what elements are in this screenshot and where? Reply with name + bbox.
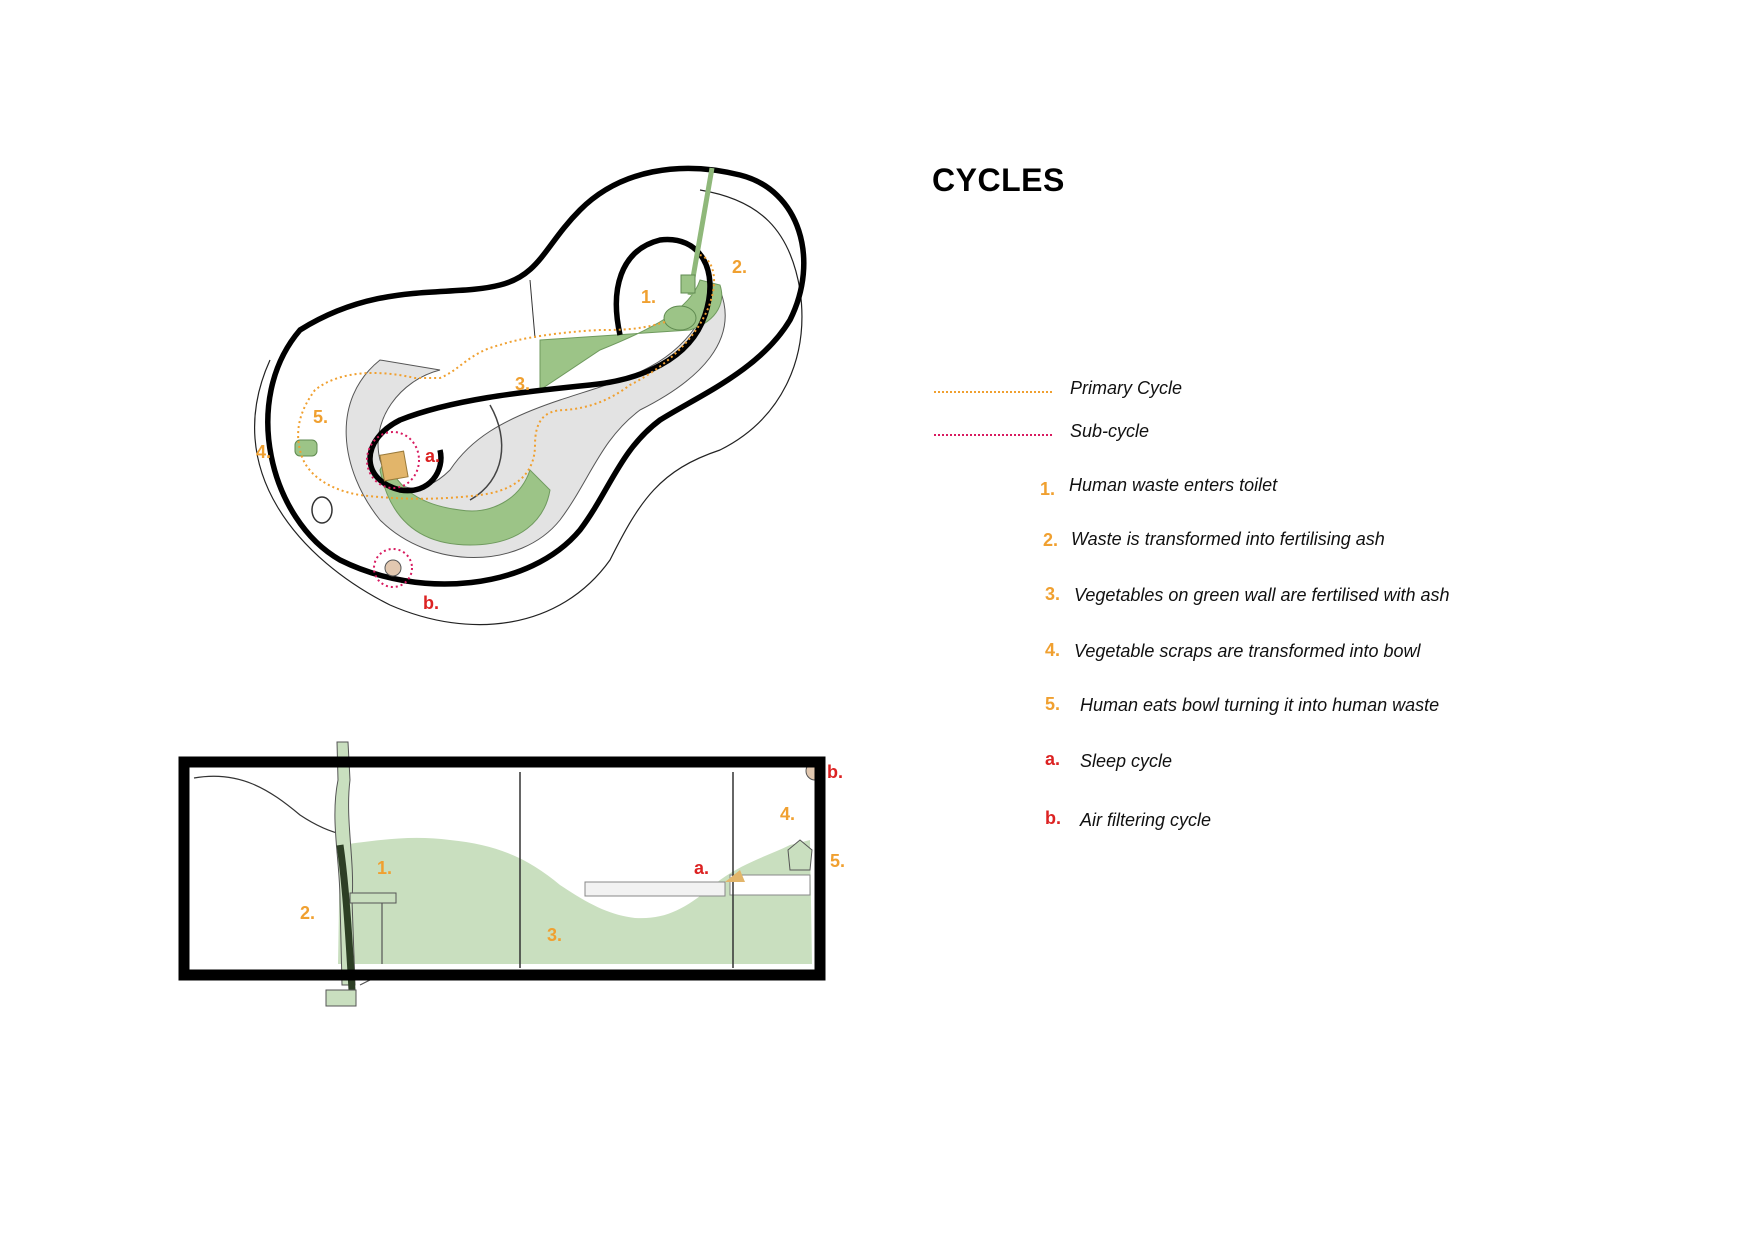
- plan-inner-curve: [469, 404, 503, 501]
- step-5-number: 5.: [1045, 694, 1061, 714]
- step-5-text: Human eats bowl turning it into human wa…: [1080, 695, 1440, 715]
- section-green-fill: [338, 837, 812, 964]
- plan-inner-wall: [367, 236, 713, 494]
- step-a-number: a.: [1045, 749, 1061, 769]
- step-3-number: 3.: [1045, 584, 1061, 604]
- section-pipe-dark: [336, 844, 356, 991]
- section-label-a: a.: [694, 858, 709, 878]
- sub-cycle-label: Sub-cycle: [1070, 421, 1150, 441]
- plan-view: 1. 2. 3. 4. 5. a. b.: [253, 165, 807, 626]
- primary-cycle-line: [934, 391, 1052, 393]
- plan-air-filter: [384, 559, 402, 577]
- section-label-b: b.: [827, 762, 843, 782]
- page-title: CYCLES: [932, 162, 1065, 198]
- plan-primary-cycle-path: [297, 254, 716, 500]
- plan-label-3: 3.: [515, 374, 530, 394]
- plan-label-2: 2.: [732, 257, 747, 277]
- plan-sub-cycle-a: [366, 431, 420, 489]
- section-counter: [729, 874, 811, 896]
- plan-label-a: a.: [425, 446, 440, 466]
- plan-vent-box: [680, 274, 696, 294]
- section-sink: [787, 839, 813, 871]
- section-view: 1. 2. 3. 4. 5. a. b.: [178, 741, 845, 1007]
- step-1-text: Human waste enters toilet: [1069, 475, 1278, 495]
- step-2-number: 2.: [1043, 530, 1059, 550]
- plan-label-b: b.: [423, 593, 439, 613]
- step-4-number: 4.: [1045, 640, 1061, 660]
- plan-toilet: [663, 305, 697, 331]
- plan-sink: [311, 496, 333, 524]
- section-toilet-stand: [349, 892, 397, 904]
- step-b-text: Air filtering cycle: [1080, 810, 1212, 830]
- section-frame: [178, 756, 826, 981]
- plan-label-4: 4.: [256, 442, 271, 462]
- section-left-curve: [193, 775, 346, 836]
- step-1-number: 1.: [1040, 479, 1056, 499]
- plan-divider: [529, 279, 536, 339]
- step-2-text: Waste is transformed into fertilising as…: [1071, 529, 1385, 549]
- plan-outer-wall: [265, 165, 807, 587]
- section-label-4: 4.: [780, 804, 795, 824]
- plan-green-wall-upper: [539, 279, 723, 391]
- section-label-2: 2.: [300, 903, 315, 923]
- sub-cycle-line: [934, 434, 1052, 436]
- plan-label-1: 1.: [641, 287, 656, 307]
- plan-sub-cycle-b: [373, 548, 413, 588]
- section-label-1: 1.: [377, 858, 392, 878]
- plan-sleep-mat: [379, 450, 409, 482]
- plan-green-wall-lower: [379, 458, 551, 546]
- primary-cycle-label: Primary Cycle: [1070, 378, 1183, 398]
- section-bed: [584, 881, 726, 897]
- step-3-text: Vegetables on green wall are fertilised …: [1074, 585, 1450, 605]
- step-4-text: Vegetable scraps are transformed into bo…: [1074, 641, 1421, 661]
- step-b-number: b.: [1045, 808, 1061, 828]
- section-label-5: 5.: [830, 851, 845, 871]
- section-base: [325, 989, 357, 1007]
- section-sleep-mat: [725, 870, 745, 882]
- step-a-text: Sleep cycle: [1080, 751, 1173, 771]
- plan-label-5: 5.: [313, 407, 328, 427]
- plan-vent-pipe: [687, 167, 715, 296]
- section-label-3: 3.: [547, 925, 562, 945]
